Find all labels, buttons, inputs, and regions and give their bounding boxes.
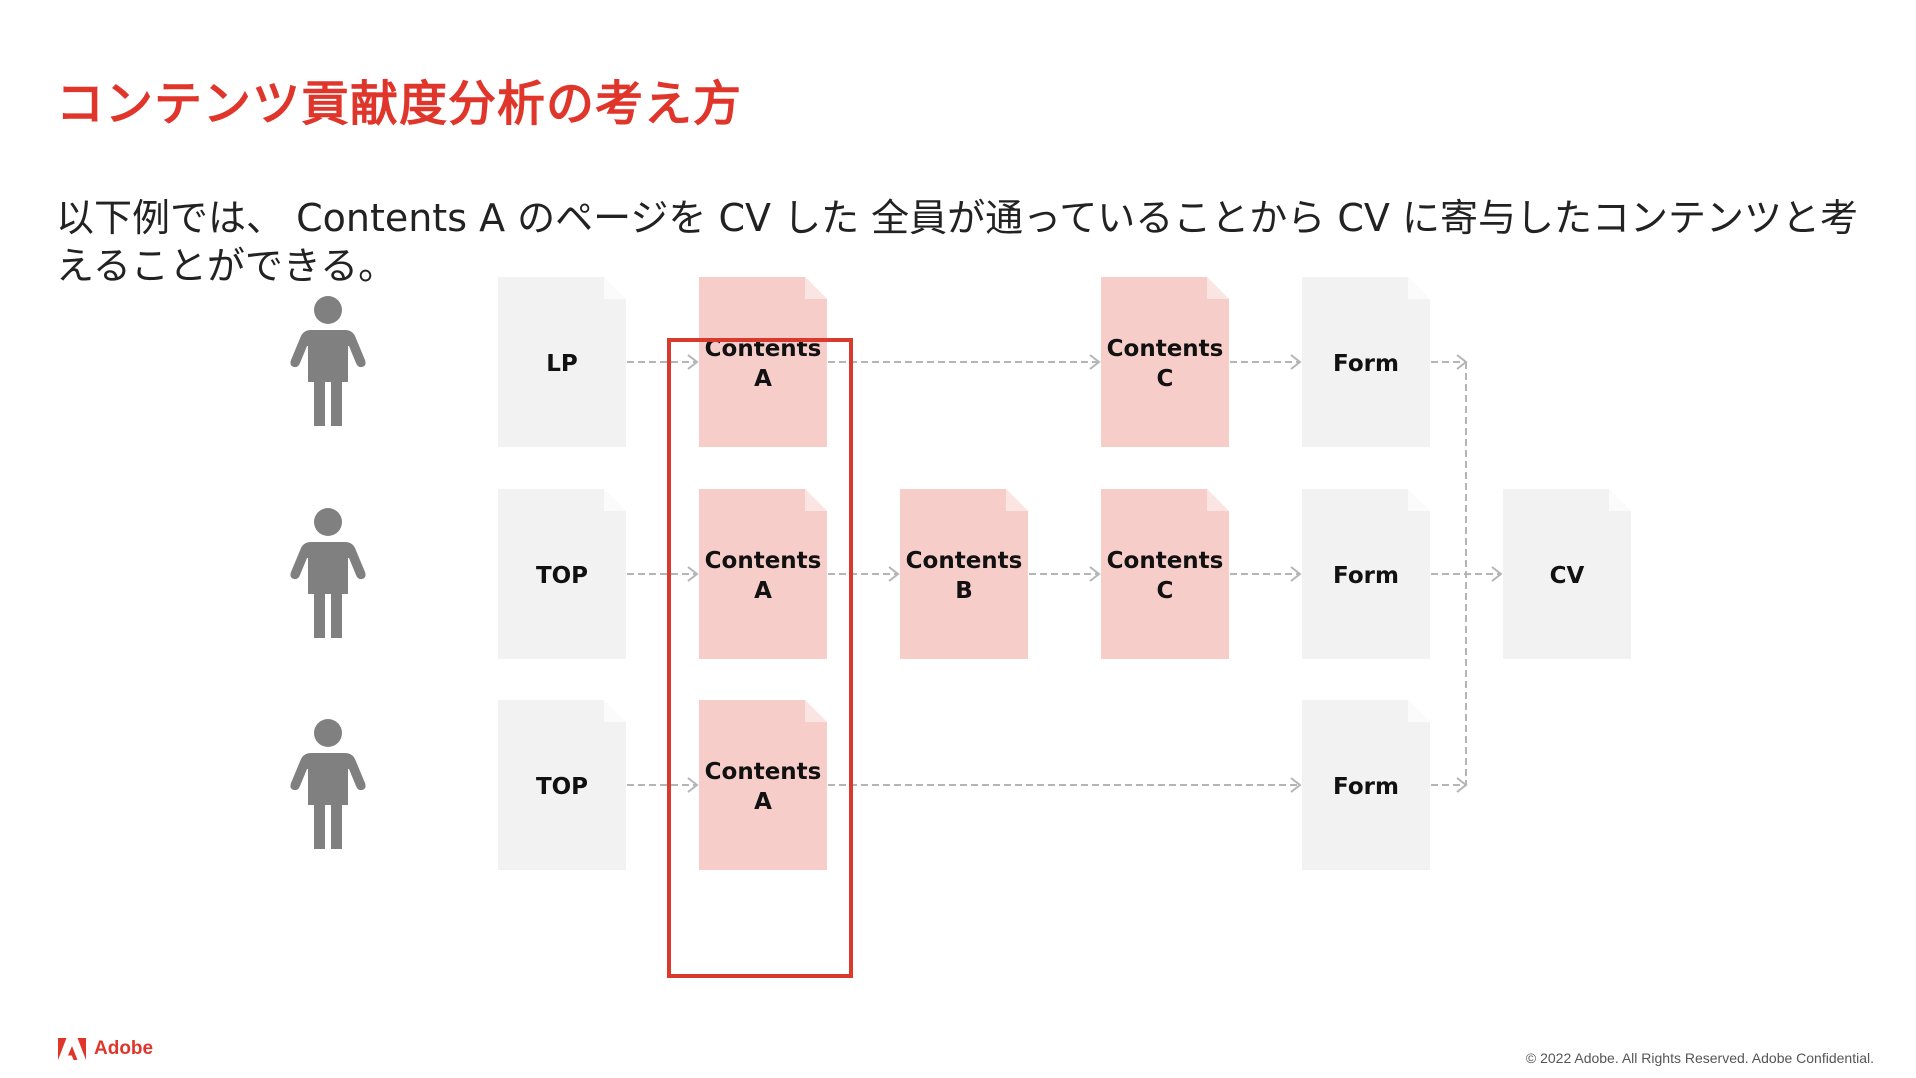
cv-page: CV <box>1503 489 1631 659</box>
person-icon <box>290 719 366 849</box>
contents-a-highlight-frame <box>667 338 853 978</box>
row3-page-1-label: TOP <box>536 774 588 800</box>
row3-page-3: Form <box>1302 700 1430 870</box>
row2-page-3-label: Contents <box>906 548 1023 574</box>
copyright-text: © 2022 Adobe. All Rights Reserved. Adobe… <box>1525 1050 1874 1066</box>
row1-page-3-sublabel: C <box>1157 366 1174 392</box>
row2-arrow-1 <box>627 566 699 582</box>
row2-page-5-label: Form <box>1333 563 1399 589</box>
slide-title: コンテンツ貢献度分析の考え方 <box>56 76 743 132</box>
row3-page-1: TOP <box>498 700 626 870</box>
row2-page-2-sublabel: A <box>754 578 772 604</box>
row2-page-2-label: Contents <box>705 548 822 574</box>
row2-page-4-sublabel: C <box>1157 578 1174 604</box>
row2-page-4-label: Contents <box>1107 548 1224 574</box>
row3-arrow-1 <box>627 777 699 793</box>
row1-page-4: Form <box>1302 277 1430 447</box>
row3-arrow-2 <box>828 777 1302 793</box>
adobe-wordmark: Adobe <box>94 1038 154 1059</box>
row1-page-1-label: LP <box>546 351 578 377</box>
row2-page-3-sublabel: B <box>955 578 973 604</box>
adobe-logo-icon <box>58 1038 86 1060</box>
row1-arrow-2 <box>828 354 1101 370</box>
row2-page-1: TOP <box>498 489 626 659</box>
cv-arrow <box>1431 566 1503 582</box>
row2-arrow-2 <box>828 566 900 582</box>
row2-page-5: Form <box>1302 489 1430 659</box>
adobe-logo: Adobe <box>58 1038 153 1060</box>
slide-body-text: 以下例では、 Contents A のページを CV した 全員が通っていること… <box>56 196 1858 288</box>
person-icon <box>290 296 366 426</box>
row1-connector <box>1431 354 1468 370</box>
row2-arrow-4 <box>1230 566 1302 582</box>
row3-page-2-sublabel: A <box>754 789 772 815</box>
row1-page-3-label: Contents <box>1107 336 1224 362</box>
cv-page-label: CV <box>1550 563 1585 589</box>
row1-page-4-label: Form <box>1333 351 1399 377</box>
row1-page-2-sublabel: A <box>754 366 772 392</box>
row3-page-3-label: Form <box>1333 774 1399 800</box>
row2-arrow-3 <box>1029 566 1101 582</box>
row3-connector <box>1431 777 1468 793</box>
row1-arrow-3 <box>1230 354 1302 370</box>
row1-arrow-1 <box>627 354 699 370</box>
row2-page-1-label: TOP <box>536 563 588 589</box>
person-icon <box>290 508 366 638</box>
row3-page-2-label: Contents <box>705 759 822 785</box>
row1-page-1: LP <box>498 277 626 447</box>
